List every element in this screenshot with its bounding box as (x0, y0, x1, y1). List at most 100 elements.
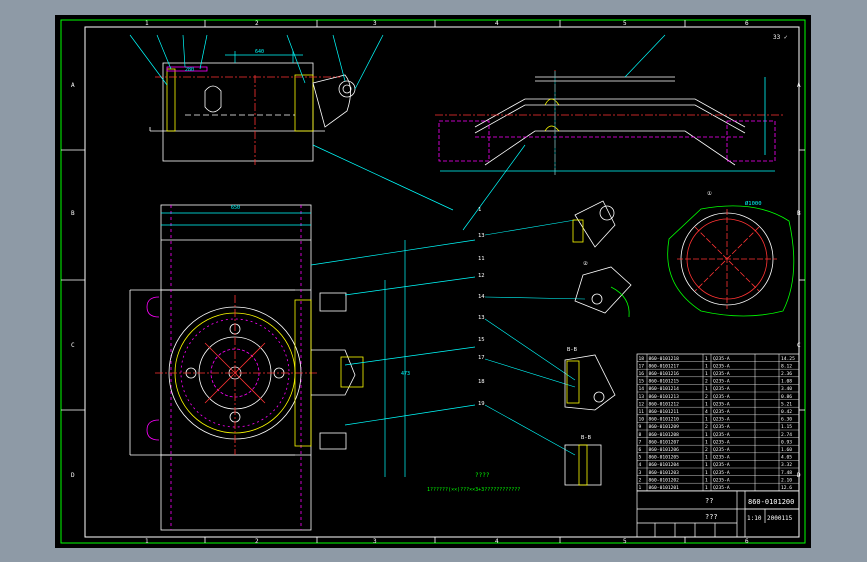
zone-col-label: 5 (623, 538, 627, 545)
bom-material: Q235-A (713, 462, 730, 468)
callout-number: 1 (478, 207, 481, 213)
zone-col-label: 4 (495, 20, 499, 27)
dim-label: 473 (401, 371, 410, 377)
inner-border (84, 26, 800, 538)
bom-item-no: 16 (639, 371, 645, 377)
bom-material: Q235-A (713, 379, 730, 385)
bom-qty: 1 (705, 432, 708, 438)
bom-part-code: 860-0101205 (649, 455, 680, 461)
scale-value: 1:10 (747, 515, 762, 522)
bom-item-no: 17 (639, 363, 645, 369)
bom-part-code: 860-0101202 (649, 477, 680, 483)
callout-number: 14 (478, 294, 485, 300)
surface-roughness-mark: 33 ✓ (773, 34, 788, 41)
bom-item-no: 18 (639, 356, 645, 362)
bom-part-code: 860-0101210 (649, 417, 680, 423)
bom-weight: 7.48 (781, 470, 792, 476)
zone-row-label: A (71, 82, 75, 89)
callout-number: 15 (478, 337, 485, 343)
bom-weight: 1.15 (781, 424, 792, 430)
bom-weight: 1.60 (781, 447, 792, 453)
bom-weight: 2.36 (781, 371, 792, 377)
bom-part-code: 860-0101216 (649, 371, 680, 377)
zone-col-label: 1 (145, 20, 149, 27)
front-view (435, 70, 785, 175)
zone-col-label: 3 (373, 538, 377, 545)
bom-material: Q235-A (713, 409, 730, 415)
bom-item-no: 11 (639, 409, 645, 415)
bom-item-no: 10 (639, 417, 645, 423)
bom-weight: 6.30 (781, 417, 792, 423)
bom-qty: 1 (705, 363, 708, 369)
cad-drawing: 1 2 3 4 5 6 1 2 3 4 5 6 A B C D A B C D … (60, 19, 806, 545)
bom-item-no: 12 (639, 401, 645, 407)
callout-number: 18 (478, 379, 485, 385)
title-name: ?? (705, 497, 713, 505)
bom-item-no: 9 (639, 424, 642, 430)
bom-qty: 1 (705, 356, 708, 362)
bom-qty: 1 (705, 462, 708, 468)
bom-weight: 0.42 (781, 409, 792, 415)
zone-row-label: C (797, 342, 801, 349)
bom-part-code: 860-0101213 (649, 394, 680, 400)
zone-row-label: A (797, 82, 801, 89)
callout-number: 13 (478, 315, 485, 321)
bom-qty: 1 (705, 386, 708, 392)
bom-item-no: 6 (639, 447, 642, 453)
bom-qty: 1 (705, 439, 708, 445)
title-name-2: ??? (705, 513, 718, 521)
bom-qty: 1 (705, 477, 708, 483)
bom-material: Q235-A (713, 439, 730, 445)
outer-border (60, 19, 806, 544)
zone-col-label: 6 (745, 538, 749, 545)
bom-weight: 4.05 (781, 455, 792, 461)
bom-material: Q235-A (713, 401, 730, 407)
bom-qty: 4 (705, 409, 708, 415)
callout-number: 19 (478, 401, 485, 407)
drawing-sheet: 1 2 3 4 5 6 1 2 3 4 5 6 A B C D A B C D … (55, 15, 811, 548)
bom-item-no: 3 (639, 470, 642, 476)
dim-label: 640 (255, 49, 264, 55)
callout-number: 11 (478, 256, 485, 262)
bom-qty: 2 (705, 379, 708, 385)
drawing-number: 860-0101200 (748, 498, 794, 506)
bom-material: Q235-A (713, 417, 730, 423)
zone-row-label: C (71, 342, 75, 349)
detail-views (564, 200, 795, 486)
bom-qty: 1 (705, 417, 708, 423)
callout-number: 13 (478, 233, 485, 239)
bom-material: Q235-A (713, 447, 730, 453)
callout-number: 17 (478, 355, 485, 361)
bom-material: Q235-A (713, 363, 730, 369)
bom-part-code: 860-0101212 (649, 401, 680, 407)
bom-weight: 12.6 (781, 485, 792, 491)
bom-qty: 2 (705, 394, 708, 400)
callout-number: 12 (478, 273, 485, 279)
elevation-view (149, 62, 356, 165)
bom-part-code: 860-0101211 (649, 409, 680, 415)
bom-weight: 2.10 (781, 477, 792, 483)
bom-material: Q235-A (713, 424, 730, 430)
dim-label: Ø1000 (745, 200, 762, 207)
bom-qty: 1 (705, 455, 708, 461)
bom-material: Q235-A (713, 356, 730, 362)
dim-label: 650 (231, 205, 240, 211)
bom-material: Q235-A (713, 371, 730, 377)
dim-label: 280 (185, 67, 194, 73)
plan-view (129, 204, 364, 531)
bom-weight: 0.86 (781, 394, 792, 400)
zone-col-label: 2 (255, 538, 259, 545)
bom-part-code: 860-0101218 (649, 356, 680, 362)
zone-col-label: 3 (373, 20, 377, 27)
tech-note-text: 1??????(××)???××3+3???????????? (427, 487, 520, 493)
zone-row-label: B (797, 210, 801, 217)
bom-part-code: 860-0101207 (649, 439, 680, 445)
bom-part-code: 860-0101209 (649, 424, 680, 430)
bom-item-no: 1 (639, 485, 642, 491)
bom-weight: 5.21 (781, 401, 792, 407)
bom-weight: 0.93 (781, 439, 792, 445)
bom-item-no: 4 (639, 462, 642, 468)
bom-part-code: 860-0101217 (649, 363, 680, 369)
view-label: ① (707, 190, 712, 197)
